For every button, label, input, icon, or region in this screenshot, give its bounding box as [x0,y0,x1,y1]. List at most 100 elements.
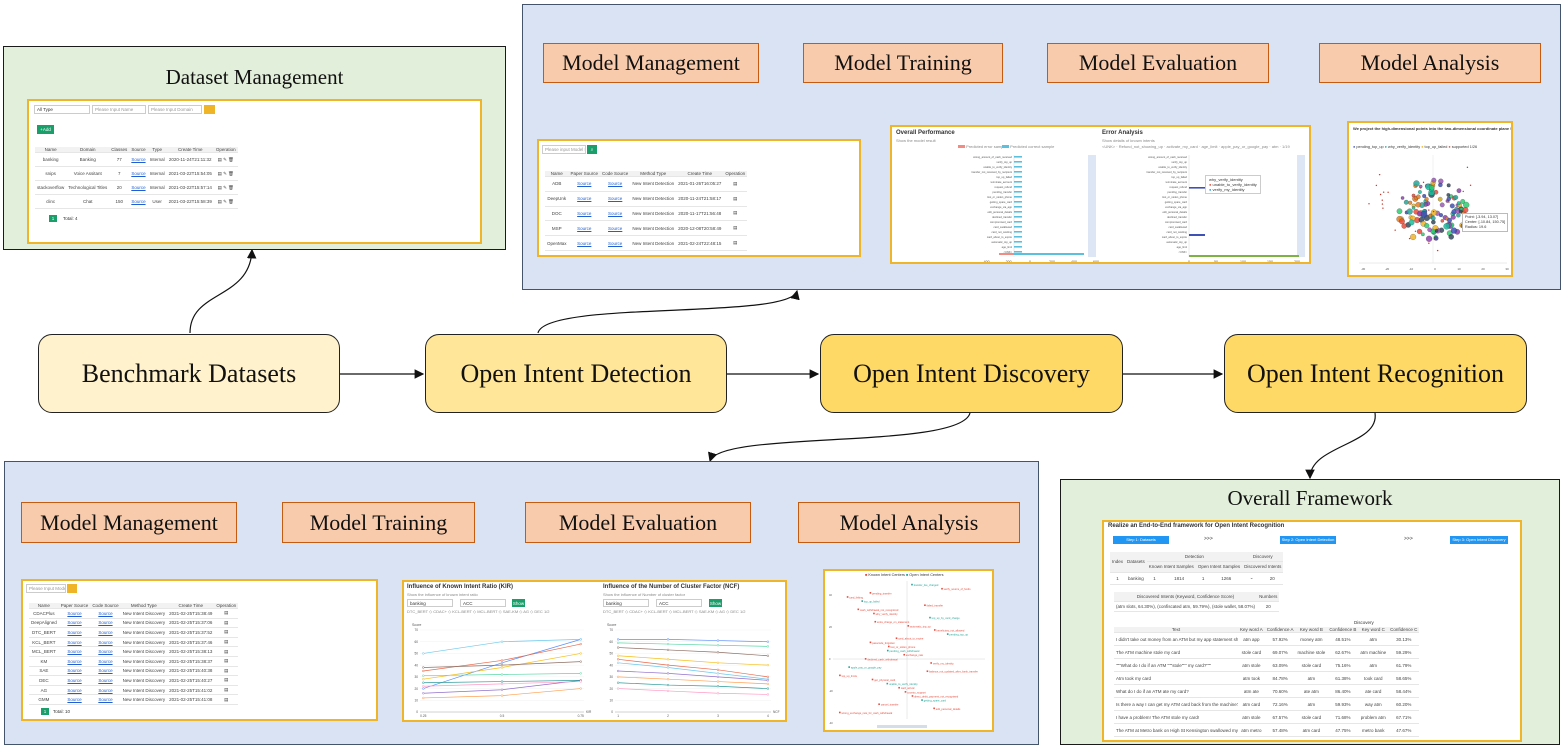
framework-step-3[interactable]: Step 3: Open Intent Discovery [1450,536,1508,544]
source-link[interactable]: Source [98,697,113,703]
source-link[interactable]: Source [98,668,113,674]
disc-model-cell[interactable]: Source [90,646,121,657]
source-link[interactable]: Source [67,639,82,645]
det-model-cell[interactable]: Source [568,220,601,237]
ncf-show-button[interactable]: Show [709,599,722,607]
source-link[interactable]: Source [608,196,623,202]
dataset-add-button[interactable]: +Add [37,125,54,134]
disc-model-cell[interactable]: Source [58,694,91,705]
source-link[interactable]: Source [577,240,592,246]
disc-model-cell[interactable]: Source [58,685,91,696]
row-operation-icons[interactable]: ▤ [214,666,239,677]
source-link[interactable]: Source [98,620,113,626]
source-link[interactable]: Source [98,687,113,693]
row-operation-icons[interactable]: ▤ [214,694,239,705]
dataset-cell[interactable]: Source [129,152,148,167]
det-model-cell[interactable]: Source [600,235,631,251]
disc-model-cell[interactable]: Source [90,685,121,696]
disc-model-cell[interactable]: Source [90,637,121,648]
framework-step-2[interactable]: Step 2: Open Intent Detection [1280,536,1336,544]
disc-model-cell[interactable]: Source [58,618,91,629]
source-link[interactable]: Source [98,610,113,616]
disc-model-cell[interactable]: Source [58,637,91,648]
det-model-search-input[interactable]: Please input Model Name [542,145,586,154]
source-link[interactable]: Source [131,171,146,176]
det-model-cell[interactable]: Source [568,191,601,207]
disc-model-search-button[interactable] [67,584,77,593]
source-link[interactable]: Source [577,210,592,216]
det-model-cell[interactable]: Source [568,176,601,192]
row-operation-icons[interactable]: ▤ [214,646,239,657]
disc-model-cell[interactable]: Source [90,675,121,686]
row-operation-icons[interactable]: ▤ ✎ 🗑 [213,194,238,209]
row-operation-icons[interactable]: ▤ [723,206,748,222]
det-model-cell[interactable]: Source [600,191,631,207]
source-link[interactable]: Source [98,658,113,664]
disc-page-number[interactable]: 1 [41,708,49,715]
disc-model-cell[interactable]: Source [58,675,91,686]
framework-step-1[interactable]: Step 1: Datasets [1113,536,1169,544]
source-link[interactable]: Source [98,649,113,655]
row-operation-icons[interactable]: ▤ [214,656,239,667]
row-operation-icons[interactable]: ▤ ✎ 🗑 [213,166,238,181]
disc-model-cell[interactable]: Source [90,627,121,638]
disc-model-cell[interactable]: Source [90,656,121,667]
disc-model-cell[interactable]: Source [58,627,91,638]
row-operation-icons[interactable]: ▤ [723,176,748,192]
source-link[interactable]: Source [608,240,623,246]
disc-model-cell[interactable]: Source [90,666,121,677]
source-link[interactable]: Source [98,639,113,645]
source-link[interactable]: Source [131,157,146,162]
source-link[interactable]: Source [67,677,82,683]
source-link[interactable]: Source [577,225,592,231]
source-link[interactable]: Source [67,649,82,655]
dataset-search-button[interactable] [204,105,215,114]
kir-metric-select[interactable]: ACC [460,599,506,607]
disc-model-cell[interactable]: Source [90,608,121,619]
row-operation-icons[interactable]: ▤ [723,191,748,207]
dataset-cell[interactable]: Source [129,166,148,181]
row-operation-icons[interactable]: ▤ [214,637,239,648]
det-model-cell[interactable]: Source [568,206,601,222]
source-link[interactable]: Source [67,668,82,674]
source-link[interactable]: Source [131,199,146,204]
disc-model-cell[interactable]: Source [58,608,91,619]
source-link[interactable]: Source [67,620,82,626]
row-operation-icons[interactable]: ▤ ✎ 🗑 [213,152,238,167]
det-model-cell[interactable]: Source [568,235,601,251]
source-link[interactable]: Source [608,225,623,231]
source-link[interactable]: Source [67,629,82,635]
dataset-domain-input[interactable]: Please Input Domain [148,105,202,114]
row-operation-icons[interactable]: ▤ [214,627,239,638]
row-operation-icons[interactable]: ▤ [723,235,748,251]
source-link[interactable]: Source [131,185,146,190]
det-model-cell[interactable]: Source [600,206,631,222]
disc-model-cell[interactable]: Source [58,666,91,677]
source-link[interactable]: Source [98,677,113,683]
dataset-cell[interactable]: Source [129,180,148,195]
source-link[interactable]: Source [67,658,82,664]
ncf-dataset-select[interactable]: banking [603,599,649,607]
det-model-search-button[interactable]: ⌕ [587,145,597,154]
disc-model-cell[interactable]: Source [58,646,91,657]
det-model-cell[interactable]: Source [600,176,631,192]
source-link[interactable]: Source [577,181,592,187]
source-link[interactable]: Source [608,210,623,216]
ncf-metric-select[interactable]: ACC [656,599,702,607]
source-link[interactable]: Source [67,687,82,693]
disc-model-cell[interactable]: Source [90,618,121,629]
row-operation-icons[interactable]: ▤ [214,675,239,686]
row-operation-icons[interactable]: ▤ [723,220,748,237]
disc-model-cell[interactable]: Source [58,656,91,667]
kir-show-button[interactable]: Show [512,599,525,607]
dataset-name-input[interactable]: Please Input Name [92,105,146,114]
dataset-type-select[interactable]: All Type [34,105,90,114]
row-operation-icons[interactable]: ▤ [214,685,239,696]
det-model-cell[interactable]: Source [600,220,631,237]
source-link[interactable]: Source [67,610,82,616]
row-operation-icons[interactable]: ▤ [214,608,239,619]
disc-model-search-input[interactable]: Please Input Model Name [26,584,66,593]
source-link[interactable]: Source [98,629,113,635]
dataset-page-number[interactable]: 1 [49,215,57,222]
source-link[interactable]: Source [608,181,623,187]
